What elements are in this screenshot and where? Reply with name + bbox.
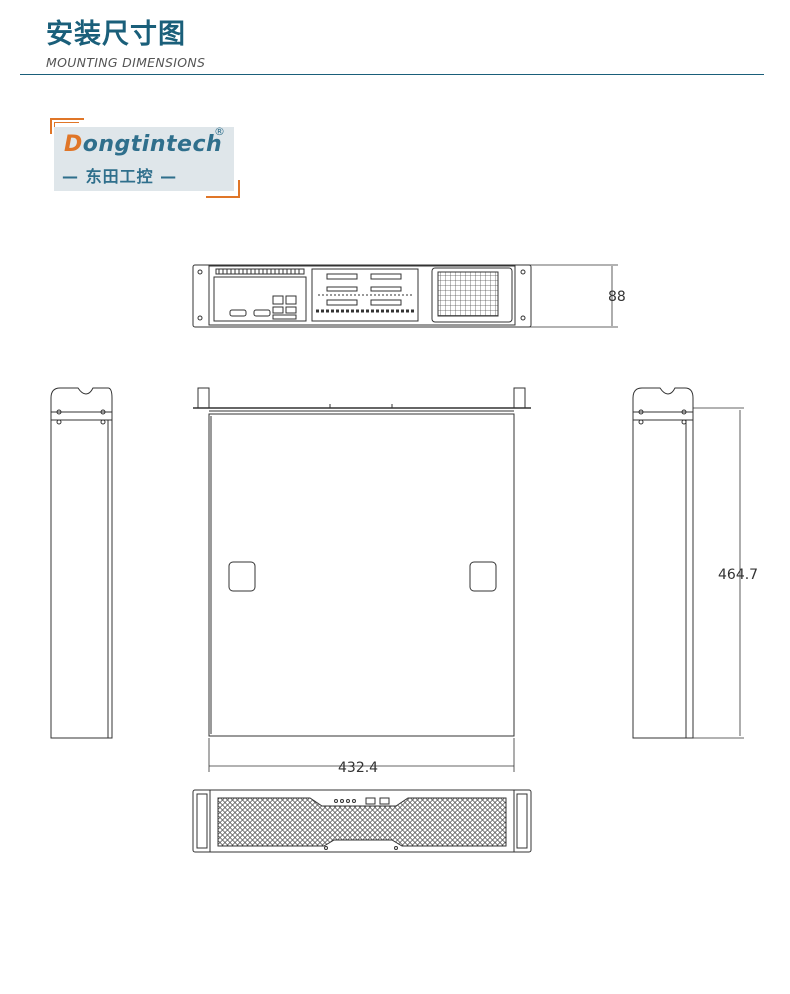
ear-hole bbox=[197, 269, 203, 275]
cover-latch-right bbox=[469, 561, 497, 592]
io-port bbox=[285, 295, 297, 305]
handle-right bbox=[516, 793, 528, 849]
drive-slot bbox=[370, 299, 402, 306]
page-header: 安装尺寸图 MOUNTING DIMENSIONS bbox=[46, 12, 205, 70]
io-port bbox=[229, 309, 247, 317]
io-port bbox=[272, 295, 284, 305]
drive-cage bbox=[311, 268, 419, 322]
top-view bbox=[193, 387, 531, 772]
left-side-view bbox=[50, 387, 113, 739]
top-ear-left bbox=[197, 387, 210, 409]
io-port bbox=[272, 306, 284, 314]
page-subtitle: MOUNTING DIMENSIONS bbox=[46, 55, 206, 70]
drive-slot bbox=[370, 273, 402, 280]
logo-background bbox=[54, 127, 234, 191]
height-dimension: 88 bbox=[608, 289, 626, 305]
logo-corner-top-left bbox=[50, 118, 84, 134]
bezel-outline bbox=[192, 789, 532, 853]
header-divider bbox=[20, 74, 764, 75]
drive-slot bbox=[326, 273, 358, 280]
logo-corner-bottom-right bbox=[206, 180, 240, 198]
ear-hole bbox=[520, 315, 526, 321]
side-outline bbox=[632, 387, 694, 739]
drive-slot bbox=[370, 286, 402, 292]
page-title: 安装尺寸图 bbox=[46, 19, 186, 50]
front-bezel-view bbox=[192, 789, 532, 853]
width-dimension: 432.4 bbox=[338, 760, 378, 776]
depth-dimension: 464.7 bbox=[718, 567, 758, 583]
logo-wordmark: Dongtintech bbox=[64, 132, 222, 157]
logo-wordmark-rest: ongtintech bbox=[82, 132, 223, 157]
depth-extension-lines bbox=[693, 407, 744, 739]
ear-hole bbox=[520, 269, 526, 275]
expansion-slots bbox=[215, 268, 305, 275]
height-extension-lines bbox=[515, 264, 618, 328]
top-ear-right bbox=[513, 387, 526, 409]
cover-latch-left bbox=[228, 561, 256, 592]
usb-port bbox=[365, 797, 376, 805]
side-outline bbox=[50, 387, 113, 739]
registered-mark: ® bbox=[214, 125, 225, 138]
io-port bbox=[253, 309, 271, 317]
logo-subtitle: — 东田工控 — bbox=[62, 167, 178, 186]
front-rack-ears bbox=[192, 264, 532, 328]
front-view bbox=[192, 264, 618, 328]
right-side-view bbox=[632, 387, 744, 739]
bezel-mesh bbox=[217, 797, 507, 847]
psu-grille bbox=[437, 271, 499, 317]
front-panel-body bbox=[208, 265, 516, 326]
logo-first-letter: D bbox=[64, 132, 83, 157]
usb-port bbox=[379, 797, 390, 805]
io-port bbox=[272, 314, 297, 320]
drive-slot bbox=[326, 299, 358, 306]
io-port bbox=[285, 306, 297, 314]
ear-hole bbox=[197, 315, 203, 321]
handle-left bbox=[196, 793, 208, 849]
io-panel bbox=[213, 276, 307, 322]
drive-slot bbox=[326, 286, 358, 292]
bezel-handles bbox=[209, 790, 515, 852]
top-cover bbox=[208, 413, 515, 737]
psu-grille-frame bbox=[431, 267, 513, 323]
brand-logo: Dongtintech ® — 东田工控 — bbox=[50, 118, 240, 198]
top-tabs bbox=[329, 404, 393, 408]
